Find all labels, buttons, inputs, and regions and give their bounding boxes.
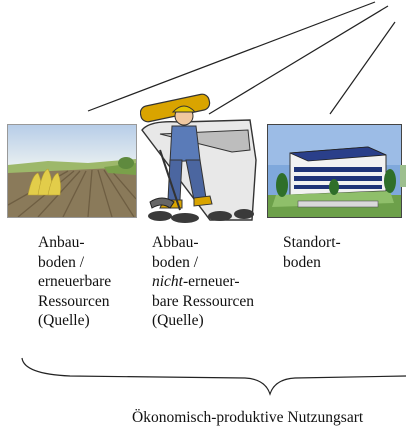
cut-off-picture-edge <box>400 165 406 187</box>
footer-caption: Ökonomisch-produktive Nutzungsart <box>132 409 364 426</box>
label-anbauboden: Anbau- boden / erneuerbare Ressourcen (Q… <box>38 234 112 329</box>
building-icon <box>267 124 402 218</box>
farmland-icon <box>7 124 137 218</box>
label-abbau-prefix: Abbau- boden / <box>152 234 199 271</box>
connector-lines <box>87 1 396 115</box>
miner-icon <box>140 90 258 225</box>
label-abbauboden: Abbau- boden / nicht-erneuer- bare Resso… <box>152 233 254 331</box>
curly-brace <box>21 357 406 396</box>
label-standortboden: Standort- boden <box>283 234 341 271</box>
label-abbau-suffix: -erneuer- bare Ressourcen (Quelle) <box>152 273 254 329</box>
label-abbau-italic: nicht <box>152 273 183 290</box>
